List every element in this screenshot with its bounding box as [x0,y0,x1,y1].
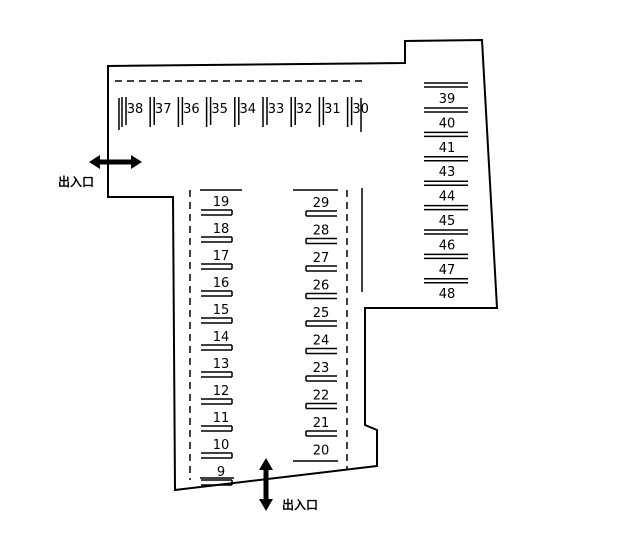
space-9: 9 [217,465,225,480]
space-47: 47 [439,263,456,278]
space-29: 29 [313,196,330,211]
left-entrance-label: 出入口 [58,174,94,189]
space-16: 16 [213,276,230,291]
space-12: 12 [213,384,230,399]
bottom-entrance: 出入口 [259,458,318,512]
space-11: 11 [213,411,230,426]
space-28: 28 [313,224,330,239]
space-39: 39 [439,92,456,107]
space-37: 37 [155,102,172,117]
space-45: 45 [439,214,456,229]
space-35: 35 [211,102,228,117]
space-13: 13 [213,357,230,372]
space-24: 24 [313,334,330,349]
space-23: 23 [313,361,330,376]
space-31: 31 [324,102,341,117]
space-46: 46 [439,238,456,253]
bottom-entrance-arrowhead-up [259,458,273,470]
space-38: 38 [127,102,144,117]
space-17: 17 [213,249,230,264]
space-36: 36 [183,102,200,117]
space-14: 14 [213,330,230,345]
left-entrance-arrowhead-left [89,155,100,169]
bottom-entrance-label: 出入口 [282,497,318,512]
space-26: 26 [313,279,330,294]
middle-column-spaces: 29 28 27 26 25 24 23 22 21 20 [293,189,338,462]
space-44: 44 [439,190,456,205]
lot-outline [107,38,499,492]
space-10: 10 [213,438,230,453]
space-48: 48 [439,287,456,302]
space-20: 20 [313,444,330,459]
space-32: 32 [296,102,313,117]
space-18: 18 [213,222,230,237]
right-column-spaces: 39 40 41 43 44 45 46 47 48 [424,82,468,302]
left-entrance-arrowhead-right [131,155,142,169]
space-40: 40 [439,116,456,131]
space-34: 34 [240,102,257,117]
left-column-spaces: 19 18 17 16 15 14 13 12 11 10 9 [200,189,242,486]
space-25: 25 [313,306,330,321]
bottom-entrance-arrowhead-down [259,499,273,511]
space-22: 22 [313,389,330,404]
space-33: 33 [268,102,285,117]
space-19: 19 [213,195,230,210]
space-41: 41 [439,141,456,156]
space-27: 27 [313,251,330,266]
space-43: 43 [439,165,456,180]
left-entrance: 出入口 [58,155,142,189]
top-row-spaces: 383736353433323130 [118,97,369,132]
space-15: 15 [213,303,230,318]
space-21: 21 [313,416,330,431]
